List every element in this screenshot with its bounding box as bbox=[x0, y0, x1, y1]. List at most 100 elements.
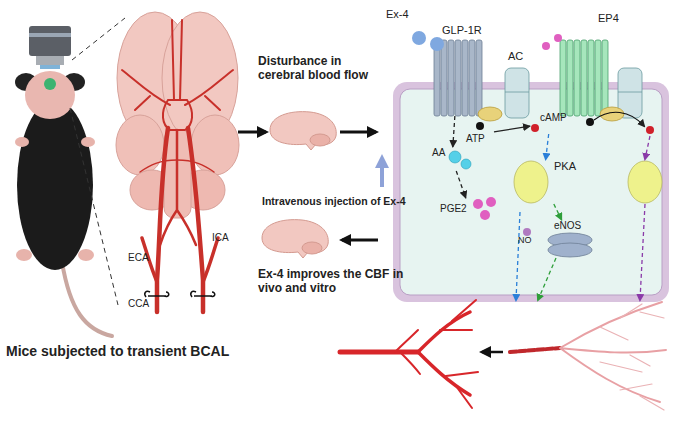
ligature bbox=[145, 291, 215, 297]
zoom-guide-line bbox=[72, 18, 125, 60]
mouse-illustration bbox=[25, 71, 75, 119]
molecule-node: AA bbox=[432, 147, 472, 171]
node-label: PKA bbox=[554, 160, 576, 173]
pathway-arrow bbox=[456, 171, 466, 198]
pge2-molecule bbox=[486, 197, 496, 207]
artery-label: CCA bbox=[128, 298, 149, 310]
pka-enzyme bbox=[514, 161, 548, 203]
pathway-arrow bbox=[554, 204, 562, 220]
no-molecule bbox=[523, 228, 531, 236]
aa-molecule bbox=[449, 151, 461, 163]
ligature bbox=[145, 291, 169, 297]
second-messenger bbox=[594, 112, 644, 126]
cerebral-artery bbox=[140, 160, 214, 172]
dilated-vessel bbox=[340, 300, 478, 408]
dilated-vessel bbox=[418, 312, 470, 395]
pge2-molecule bbox=[473, 197, 496, 220]
brain-ventral-view bbox=[191, 115, 239, 175]
pge2-molecule bbox=[480, 210, 490, 220]
constricted-vessel bbox=[510, 348, 560, 352]
node-label: EP4 bbox=[598, 12, 619, 25]
g-protein bbox=[478, 107, 502, 121]
ep4-receptor bbox=[602, 40, 608, 116]
constricted-vessel bbox=[600, 304, 664, 410]
pge2-ligand bbox=[554, 34, 562, 42]
signal-pathway-line bbox=[516, 136, 650, 300]
constricted-vessel bbox=[510, 302, 666, 410]
enzyme-node: AC bbox=[503, 50, 531, 118]
brain-sagittal bbox=[302, 242, 322, 254]
second-messenger bbox=[586, 118, 594, 126]
second-messenger bbox=[476, 112, 654, 134]
cerebral-artery bbox=[157, 128, 168, 312]
aa-molecule bbox=[461, 159, 471, 169]
receptor-node: GLP-1R bbox=[430, 22, 486, 116]
cerebral-artery bbox=[163, 100, 192, 130]
ligand-label: Ex-4 bbox=[386, 8, 409, 21]
enos-enzyme bbox=[548, 243, 592, 257]
molecule-node: PGE2 bbox=[440, 198, 500, 222]
mouse-illustration bbox=[81, 137, 95, 147]
node-label: GLP-1R bbox=[442, 24, 482, 37]
cerebral-artery bbox=[188, 128, 203, 312]
pge2-ligand bbox=[542, 42, 550, 50]
mouse-illustration bbox=[17, 100, 93, 270]
dilated-vessel bbox=[395, 300, 478, 408]
node-label: PGE2 bbox=[440, 203, 467, 215]
brain-sagittal bbox=[262, 220, 328, 258]
second-messenger bbox=[531, 124, 539, 132]
molecule-node: cAMP bbox=[530, 112, 570, 134]
ex4-ligand bbox=[430, 37, 444, 51]
cerebral-artery bbox=[203, 238, 218, 282]
pathway-arrow bbox=[453, 116, 455, 147]
process-arrow bbox=[342, 239, 378, 242]
molecule-node: NO bbox=[516, 226, 538, 248]
artery-label: ICA bbox=[212, 232, 229, 244]
pathway-arrow bbox=[546, 134, 549, 160]
mouse-illustration bbox=[62, 262, 112, 336]
pge2-molecule bbox=[473, 199, 483, 209]
adenylyl-cyclase bbox=[618, 92, 642, 93]
adenylyl-cyclase bbox=[505, 68, 529, 118]
glp1r-receptor bbox=[434, 40, 482, 116]
receptor-node: EP4 bbox=[558, 8, 618, 116]
pge2-ligand bbox=[542, 34, 562, 50]
brain-ventral-view bbox=[116, 115, 164, 175]
pathway-arrow bbox=[494, 126, 530, 132]
cerebral-artery bbox=[172, 20, 182, 100]
glp1r-receptor bbox=[476, 40, 482, 116]
pka-enzyme bbox=[628, 161, 662, 203]
zoom-guide-line bbox=[70, 18, 125, 305]
signal-pathway-line bbox=[516, 212, 520, 300]
mouse-illustration bbox=[44, 78, 56, 90]
enos-enzyme bbox=[548, 233, 592, 257]
step-caption: Ex-4 improves the CBF in vivo and vitro bbox=[258, 268, 408, 296]
microscope-objective bbox=[29, 26, 71, 56]
cerebral-artery bbox=[122, 20, 233, 312]
node-label: AC bbox=[508, 50, 523, 63]
molecule-node: ATP bbox=[466, 121, 494, 147]
mouse-illustration bbox=[15, 71, 112, 336]
node-label: NO bbox=[518, 235, 532, 245]
microscope-objective bbox=[29, 26, 71, 69]
signal-pathway-line bbox=[640, 204, 645, 300]
adenylyl-cyclase bbox=[505, 92, 529, 93]
node-label: ATP bbox=[466, 133, 485, 145]
endothelial-cell bbox=[400, 89, 662, 295]
pka-enzyme bbox=[514, 161, 662, 203]
node-label: eNOS bbox=[554, 220, 581, 232]
brain-sagittal bbox=[262, 220, 328, 258]
microscope-objective bbox=[36, 56, 64, 65]
ep4-receptor bbox=[560, 40, 566, 116]
process-arrow bbox=[482, 351, 503, 354]
glp1r-receptor bbox=[455, 40, 461, 116]
node-label: cAMP bbox=[540, 112, 567, 124]
microscope-objective bbox=[40, 65, 60, 69]
glp1r-receptor bbox=[469, 40, 475, 116]
process-arrow bbox=[340, 131, 376, 134]
glp1r-receptor bbox=[462, 40, 468, 116]
ex4-ligand bbox=[412, 31, 444, 51]
glp1r-receptor bbox=[448, 40, 454, 116]
dilated-vessel bbox=[340, 350, 418, 355]
